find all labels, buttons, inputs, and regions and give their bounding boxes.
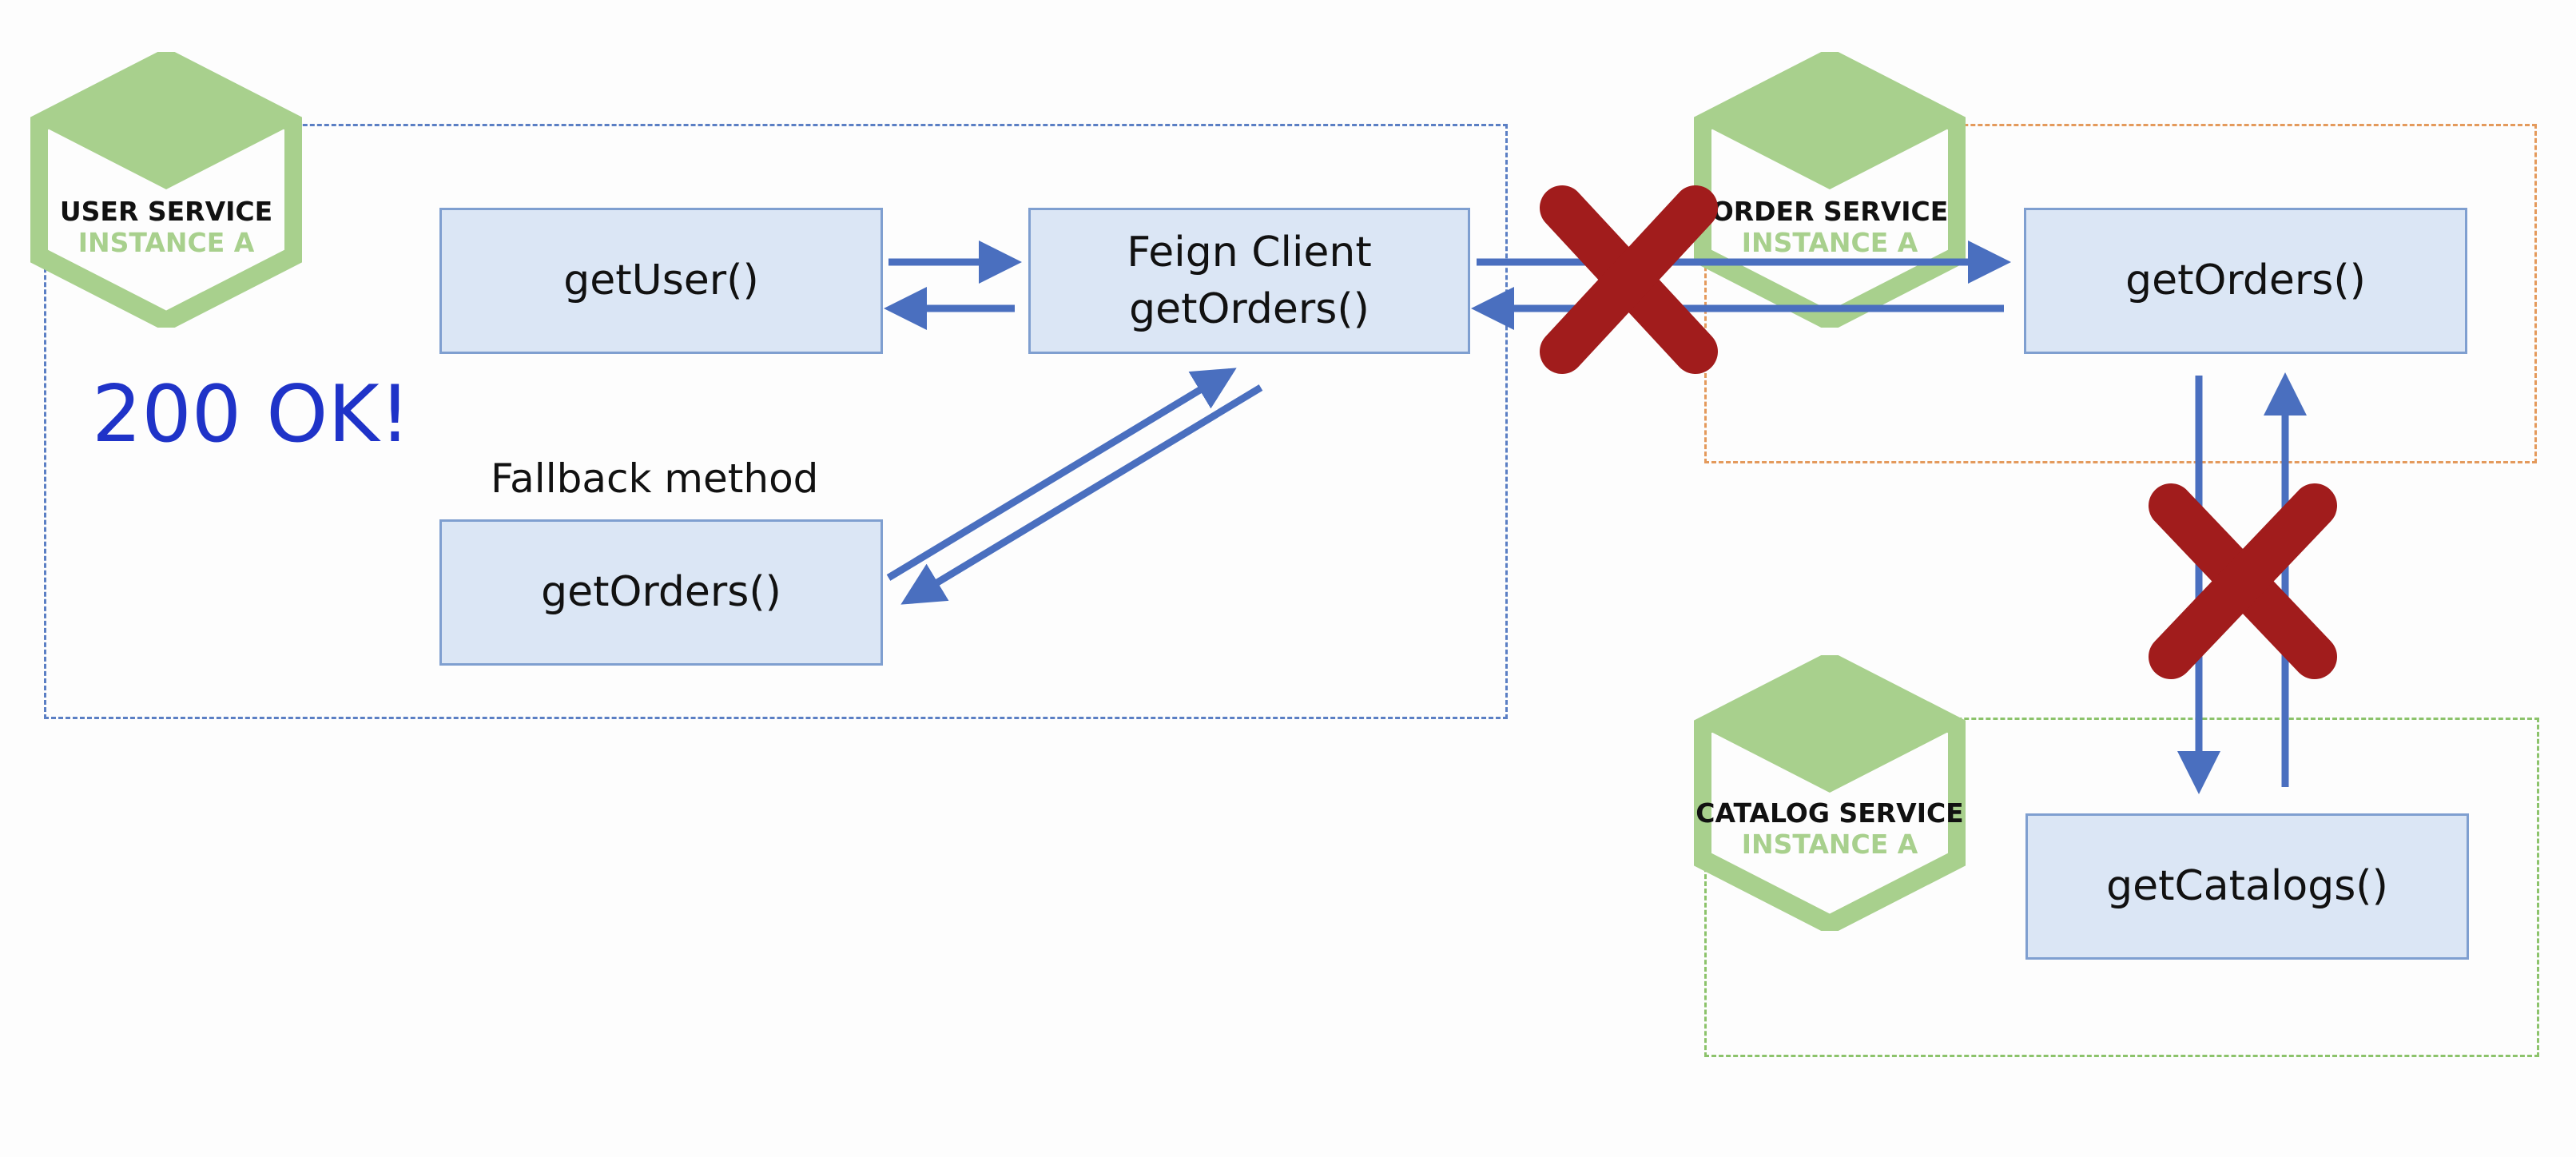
catalog-service-hexagon-icon: [1694, 655, 1966, 931]
order-service-region: [1704, 124, 2537, 463]
fallback-method-box: getOrders(): [439, 519, 883, 666]
get-user-box: getUser(): [439, 208, 883, 354]
arrow-icon: [900, 384, 1263, 605]
fallback-caption: Fallback method: [491, 455, 819, 502]
user-service-hexagon-icon: [30, 52, 302, 328]
catalog-get-catalogs-box: getCatalogs(): [2025, 813, 2469, 960]
feign-client-box: Feign Client getOrders(): [1028, 208, 1470, 354]
feign-client-method: getOrders(): [1129, 284, 1369, 333]
status-200-ok: 200 OK!: [92, 369, 411, 460]
catalog-service-instance: INSTANCE A: [1741, 829, 1918, 860]
catalog-service-region: [1704, 718, 2539, 1057]
feign-client-title: Feign Client: [1127, 229, 1372, 277]
order-service-name: ORDER SERVICE: [1711, 196, 1949, 227]
user-service-name: USER SERVICE: [59, 196, 273, 227]
order-service-hexagon-icon: [1694, 52, 1966, 328]
user-service-instance: INSTANCE A: [78, 227, 255, 258]
catalog-get-catalogs-label: getCatalogs(): [2106, 862, 2388, 911]
order-service-label: ORDER SERVICE INSTANCE A: [1694, 196, 1966, 258]
fallback-method-label: getOrders(): [541, 568, 781, 617]
order-service-instance: INSTANCE A: [1741, 227, 1918, 258]
user-service-region: [44, 124, 1508, 719]
cross-icon: [2149, 483, 2337, 679]
get-user-label: getUser(): [563, 256, 759, 305]
cross-icon: [1540, 185, 1718, 374]
order-get-orders-label: getOrders(): [2125, 256, 2366, 305]
user-service-label: USER SERVICE INSTANCE A: [30, 196, 302, 258]
catalog-service-name: CATALOG SERVICE: [1695, 797, 1964, 829]
order-get-orders-box: getOrders(): [2024, 208, 2467, 354]
arrow-icon: [886, 368, 1237, 581]
catalog-service-label: CATALOG SERVICE INSTANCE A: [1694, 797, 1966, 860]
